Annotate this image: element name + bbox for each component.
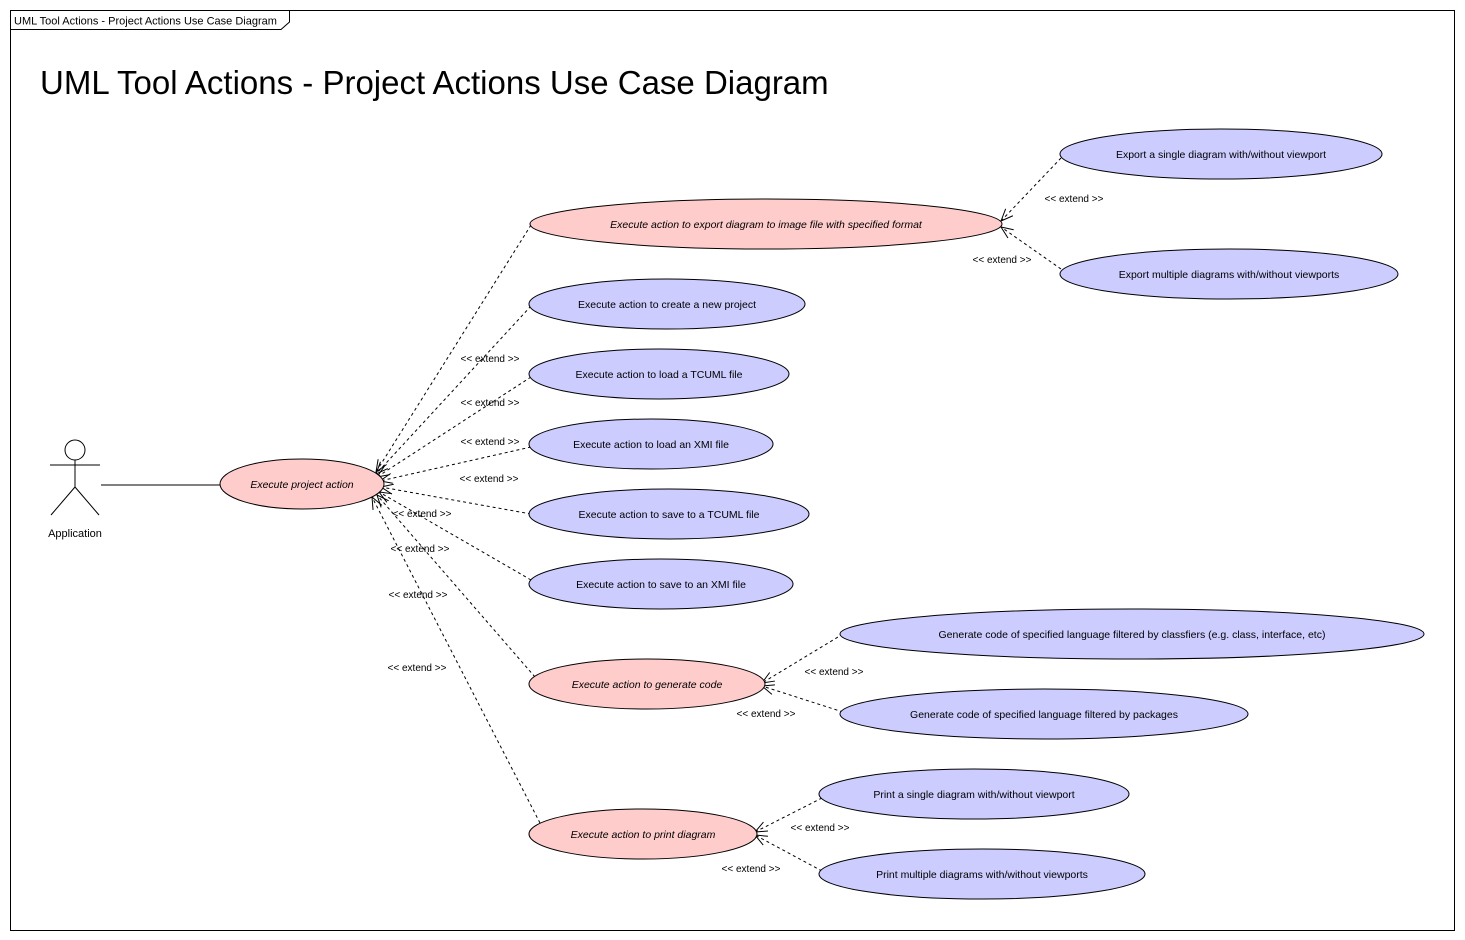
extend-line-create xyxy=(375,305,532,475)
extend-label: << extend >> xyxy=(1045,194,1104,205)
use-case-save-tcuml[interactable]: Execute action to save to a TCUML file xyxy=(528,488,810,540)
diagram-frame xyxy=(10,10,1455,931)
extend-label: << extend >> xyxy=(722,864,781,875)
extend-label: << extend >> xyxy=(388,663,447,674)
use-case-gen-classifiers[interactable]: Generate code of specified language filt… xyxy=(839,608,1425,660)
use-case-ellipse xyxy=(839,608,1425,660)
use-case-label: Execute action to save to a TCUML file xyxy=(579,509,760,521)
extend-label: << extend >> xyxy=(393,509,452,520)
frame-tab-label: UML Tool Actions - Project Actions Use C… xyxy=(14,16,277,28)
frame-tab-outline xyxy=(10,10,290,30)
use-case-ellipse xyxy=(839,688,1249,740)
extend-line-export-single xyxy=(1000,157,1062,222)
use-case-label: Export multiple diagrams with/without vi… xyxy=(1119,269,1340,281)
use-case-label: Execute project action xyxy=(250,479,353,491)
diagram-title: UML Tool Actions - Project Actions Use C… xyxy=(40,64,829,101)
use-case-label: Execute action to create a new project xyxy=(578,299,756,311)
extend-line-save-tcuml xyxy=(380,486,532,515)
use-case-ellipse xyxy=(528,658,766,710)
actor-name: Application xyxy=(48,528,102,540)
extend-line-gen-classifiers xyxy=(761,633,844,684)
use-case-ellipse xyxy=(529,198,1003,250)
extend-label: << extend >> xyxy=(973,255,1032,266)
extend-line-load-xmi xyxy=(379,446,532,482)
use-case-print-single[interactable]: Print a single diagram with/without view… xyxy=(818,768,1130,820)
extend-line-print xyxy=(371,496,541,824)
use-case-label: Export a single diagram with/without vie… xyxy=(1116,149,1326,161)
extend-label: << extend >> xyxy=(737,709,796,720)
use-case-ellipse xyxy=(818,768,1130,820)
use-case-ellipse xyxy=(528,348,790,400)
use-case-label: Execute action to load an XMI file xyxy=(573,439,729,451)
extend-label: << extend >> xyxy=(460,474,519,485)
use-case-ellipse xyxy=(528,488,810,540)
use-case-label: Generate code of specified language filt… xyxy=(939,629,1326,641)
extend-line-gen xyxy=(376,494,536,678)
use-case-load-tcuml[interactable]: Execute action to load a TCUML file xyxy=(528,348,790,400)
extend-line-print-single xyxy=(754,797,823,833)
use-case-export[interactable]: Execute action to export diagram to imag… xyxy=(529,198,1003,250)
extend-label: << extend >> xyxy=(461,437,520,448)
use-case-export-single[interactable]: Export a single diagram with/without vie… xyxy=(1059,128,1383,180)
use-case-ellipse xyxy=(219,458,385,510)
extend-line-load-tcuml xyxy=(376,376,532,478)
use-case-print-multi[interactable]: Print multiple diagrams with/without vie… xyxy=(818,848,1146,900)
extend-label: << extend >> xyxy=(461,398,520,409)
use-case-label: Execute action to generate code xyxy=(572,679,723,691)
use-case-label: Execute action to print diagram xyxy=(571,829,716,841)
use-case-ellipse xyxy=(528,418,774,470)
extend-label: << extend >> xyxy=(461,354,520,365)
extend-line-export-multi xyxy=(1000,226,1062,270)
use-case-gen-packages[interactable]: Generate code of specified language filt… xyxy=(839,688,1249,740)
use-case-gen[interactable]: Execute action to generate code xyxy=(528,658,766,710)
extend-label: << extend >> xyxy=(389,590,448,601)
use-case-label: Generate code of specified language filt… xyxy=(910,709,1178,721)
use-case-ellipse xyxy=(528,808,758,860)
actor-application[interactable]: Application xyxy=(48,439,102,540)
use-case-label: Execute action to save to an XMI file xyxy=(576,579,746,591)
actor-head xyxy=(64,439,86,461)
actor-left-leg xyxy=(50,486,76,516)
use-case-label: Execute action to export diagram to imag… xyxy=(610,219,923,231)
use-case-label: Execute action to load a TCUML file xyxy=(576,369,743,381)
extend-label: << extend >> xyxy=(791,823,850,834)
extend-label: << extend >> xyxy=(805,667,864,678)
use-case-create[interactable]: Execute action to create a new project xyxy=(528,278,806,330)
actor-right-leg xyxy=(74,486,100,516)
extend-label: << extend >> xyxy=(391,544,450,555)
extend-line-print-multi xyxy=(754,834,823,872)
extend-arrowhead xyxy=(999,226,1014,239)
use-case-ellipse xyxy=(528,278,806,330)
use-case-label: Print a single diagram with/without view… xyxy=(873,789,1074,801)
extend-line-save-xmi xyxy=(378,491,532,581)
use-case-print[interactable]: Execute action to print diagram xyxy=(528,808,758,860)
extend-line-gen-packages xyxy=(761,685,844,713)
use-case-ellipse xyxy=(528,558,794,610)
use-case-load-xmi[interactable]: Execute action to load an XMI file xyxy=(528,418,774,470)
use-case-export-multi[interactable]: Export multiple diagrams with/without vi… xyxy=(1059,248,1399,300)
extend-label-layer: << extend >> << extend >> << extend >> << e… xyxy=(388,194,1104,875)
use-case-ellipse xyxy=(818,848,1146,900)
use-case-save-xmi[interactable]: Execute action to save to an XMI file xyxy=(528,558,794,610)
use-case-ellipse xyxy=(1059,128,1383,180)
use-case-project[interactable]: Execute project action xyxy=(219,458,385,510)
use-case-label: Print multiple diagrams with/without vie… xyxy=(876,869,1088,881)
use-case-ellipse xyxy=(1059,248,1399,300)
extend-line-export xyxy=(375,224,532,473)
